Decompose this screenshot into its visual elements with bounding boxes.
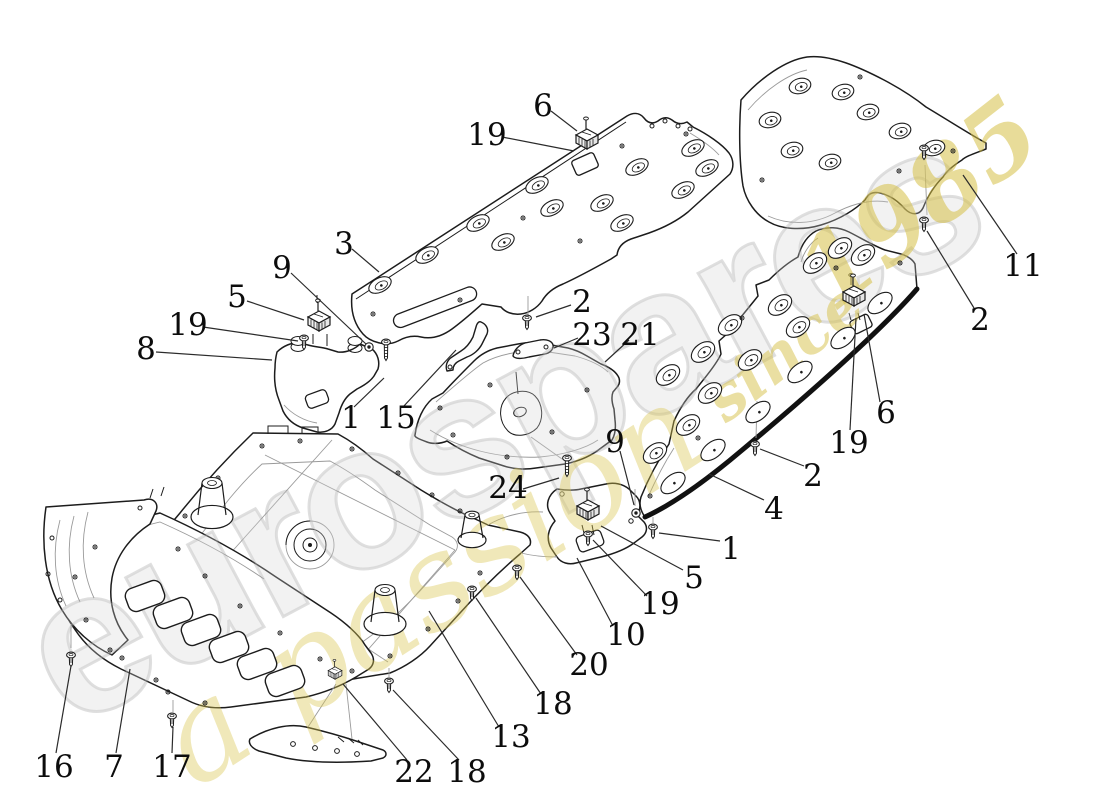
callout-5-label: 5	[684, 560, 704, 596]
callout-24-leader-line	[522, 477, 560, 490]
callout-2-leader-line	[926, 230, 975, 309]
callout-6-leader-line	[550, 110, 578, 132]
callout-4-leader-line	[708, 473, 765, 501]
callout-19-leader-line	[849, 317, 857, 431]
callout-2-label: 2	[572, 284, 592, 320]
callout-20-label: 20	[569, 647, 608, 683]
callout-1-leader-line	[658, 532, 721, 542]
callout-11-leader-line	[962, 174, 1018, 255]
callout-11-label: 11	[1003, 248, 1042, 284]
callout-1-leader-line	[353, 377, 385, 408]
callout-2-label: 2	[803, 458, 823, 494]
callout-5-leader-line	[600, 525, 684, 571]
callout-18-label: 18	[447, 754, 486, 790]
callout-17-label: 17	[152, 749, 191, 785]
callout-10-leader-line	[576, 557, 614, 627]
callout-17-leader-line	[171, 726, 174, 754]
callout-16-leader-line	[55, 665, 72, 754]
callout-9-leader-line	[290, 272, 367, 345]
callout-15-leader-line	[402, 349, 457, 408]
panel-embossing-layer	[72, 74, 956, 757]
callout-1-label: 1	[721, 531, 741, 567]
part-21-central-underbody-panel	[414, 341, 621, 470]
callout-23-label: 23	[572, 317, 611, 353]
clip-5-left-icon	[307, 298, 331, 332]
callout-13-leader-line	[428, 610, 500, 728]
part-15-support-bracket	[445, 321, 489, 372]
callout-20-leader-line	[519, 576, 578, 656]
callout-22-label: 22	[394, 754, 433, 790]
callout-19-leader-line	[202, 326, 299, 342]
callout-8-label: 8	[136, 331, 156, 367]
callout-6-label: 6	[876, 395, 896, 431]
part-11-rear-underbody-panel	[738, 55, 987, 230]
callout-6-label: 6	[533, 88, 553, 124]
callout-4-label: 4	[764, 491, 784, 527]
callout-2-leader-line	[535, 304, 572, 318]
callout-9-label: 9	[605, 424, 625, 460]
callout-9-label: 9	[272, 250, 292, 286]
callout-8-leader-line	[155, 351, 273, 361]
callout-2-label: 2	[970, 302, 990, 338]
callout-5-label: 5	[227, 279, 247, 315]
callout-21-label: 21	[620, 317, 659, 353]
callout-21-leader-line	[604, 339, 630, 363]
callout-19-label: 19	[640, 586, 679, 622]
callout-6-leader-line	[863, 313, 881, 403]
callout-3-label: 3	[334, 226, 354, 262]
callout-22-leader-line	[342, 683, 408, 761]
callout-9-leader-line	[619, 450, 635, 506]
clip-6-top-icon	[575, 116, 599, 150]
callout-3-leader-line	[351, 248, 380, 273]
callout-19-leader-line	[592, 539, 648, 597]
callout-5-leader-line	[246, 300, 305, 321]
callout-13-label: 13	[491, 719, 530, 755]
part-7-wheelhouse-arch	[43, 486, 165, 656]
callout-19-leader-line	[501, 136, 575, 152]
callout-10-label: 10	[606, 617, 645, 653]
callout-18-label: 18	[533, 686, 572, 722]
screw-2-mid-icon	[750, 440, 760, 457]
nut-9-right-icon	[631, 508, 641, 518]
callout-18-leader-line	[392, 689, 460, 761]
part-8-front-bracket	[273, 295, 380, 433]
callout-7-leader-line	[115, 668, 131, 754]
callout-19-label: 19	[467, 117, 506, 153]
callout-19-label: 19	[168, 307, 207, 343]
callout-16-label: 16	[34, 749, 73, 785]
callout-2-leader-line	[759, 448, 805, 467]
callout-7-label: 7	[104, 749, 124, 785]
callout-15-label: 15	[376, 400, 415, 436]
part-23-strap-bracket	[512, 339, 554, 360]
callout-24-label: 24	[488, 470, 527, 506]
callout-1-label: 1	[341, 400, 361, 436]
front-spoiler-lip	[248, 683, 387, 763]
callout-18-leader-line	[475, 597, 542, 695]
callout-19-label: 19	[829, 425, 868, 461]
callout-23-leader-line	[553, 337, 579, 349]
nut-9-left-icon	[364, 342, 374, 352]
